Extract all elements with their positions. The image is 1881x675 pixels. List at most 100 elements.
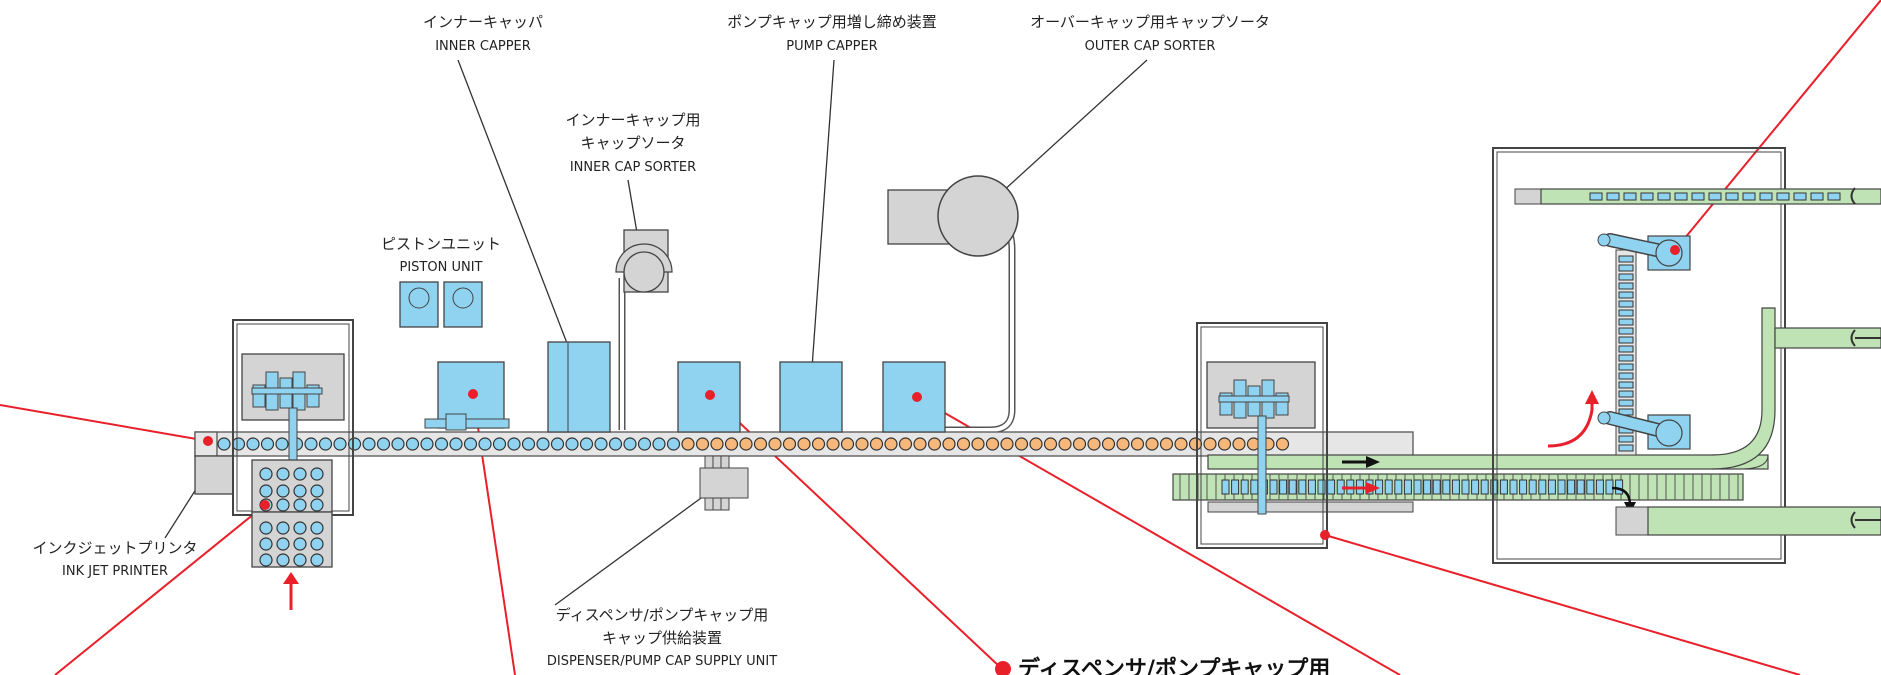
bottle xyxy=(768,437,782,451)
bottle-tray xyxy=(259,467,324,567)
bottle xyxy=(405,437,420,451)
rail-pocket xyxy=(1742,192,1756,201)
pocket xyxy=(1509,479,1518,495)
pocket xyxy=(1595,479,1604,495)
tray-bottle xyxy=(293,553,307,567)
bottle xyxy=(376,437,391,451)
bottle-row xyxy=(217,437,1290,451)
bottle xyxy=(1000,437,1014,451)
bottle xyxy=(869,437,884,451)
robot-cell xyxy=(1492,147,1881,564)
pocket xyxy=(1317,479,1326,495)
bottle xyxy=(420,437,434,451)
column-pocket xyxy=(1618,390,1634,398)
rail-pocket xyxy=(1623,192,1637,201)
bottle xyxy=(275,437,289,451)
inner-capper-label-en: INNER CAPPER xyxy=(435,39,531,54)
column-pocket xyxy=(1618,309,1634,317)
bottle xyxy=(739,437,753,451)
piston-unit xyxy=(399,281,483,328)
column-pocket xyxy=(1618,372,1634,380)
tray-bottle xyxy=(276,467,290,481)
pocket xyxy=(1288,479,1297,495)
outer-cap-sorter-label-en: OUTER CAP SORTER xyxy=(1085,39,1216,54)
piston-unit-label-en: PISTON UNIT xyxy=(400,260,483,275)
bottle xyxy=(971,437,985,451)
column-pocket xyxy=(1618,291,1634,299)
rail-pocket xyxy=(1708,192,1722,201)
inner-cap-sorter-label-en: INNER CAP SORTER xyxy=(570,160,696,175)
tray-bottle xyxy=(310,467,324,481)
column-pocket xyxy=(1618,444,1634,452)
pocket xyxy=(1471,479,1480,495)
bottle xyxy=(362,437,376,451)
column-pocket xyxy=(1618,399,1634,407)
bottle xyxy=(797,437,811,451)
tray-bottle xyxy=(293,521,307,535)
bottle xyxy=(1145,437,1159,451)
bottle xyxy=(913,437,927,451)
column-pocket xyxy=(1618,273,1634,281)
tray-bottle xyxy=(276,537,290,551)
bottle xyxy=(652,437,666,451)
bottle xyxy=(840,437,855,451)
bottle xyxy=(985,437,1000,451)
bottle xyxy=(1275,437,1290,451)
pocket xyxy=(1423,479,1432,495)
pocket xyxy=(1298,479,1307,495)
pocket xyxy=(1394,479,1403,495)
bottle xyxy=(1217,437,1232,451)
pocket xyxy=(1279,479,1288,495)
exit-connectors xyxy=(1850,187,1881,529)
pocket xyxy=(1451,479,1460,495)
pocket xyxy=(1327,479,1336,495)
pocket xyxy=(1557,479,1566,495)
black-leader-lines xyxy=(164,59,1148,606)
bottle xyxy=(347,437,362,451)
tray-bottle xyxy=(310,537,324,551)
column-pocket xyxy=(1618,255,1634,263)
column-pocket xyxy=(1618,327,1634,335)
rail-pocket xyxy=(1640,192,1654,201)
bottle xyxy=(217,437,231,451)
dispenser-supply-label-en: DISPENSER/PUMP CAP SUPPLY UNIT xyxy=(547,654,777,669)
pocket xyxy=(1461,479,1470,495)
pocket xyxy=(1307,479,1316,495)
tray-bottle xyxy=(293,467,307,481)
inner-capper-label-ja: インナーキャッパ xyxy=(423,13,543,31)
tray-bottle xyxy=(310,553,324,567)
column-pocket xyxy=(1618,318,1634,326)
tray-bottle xyxy=(276,553,290,567)
rail-pocket xyxy=(1759,192,1773,201)
bottle xyxy=(608,437,623,451)
bottle xyxy=(1116,437,1130,451)
bottle xyxy=(449,437,463,451)
bottle xyxy=(623,437,637,451)
column-pocket xyxy=(1618,345,1634,353)
pocket xyxy=(1528,479,1537,495)
tray-bottle xyxy=(259,537,273,551)
bottle xyxy=(956,437,971,451)
bottle xyxy=(1029,437,1043,451)
bottle xyxy=(942,437,956,451)
dispenser-station xyxy=(424,361,510,431)
pocket xyxy=(1605,479,1614,495)
bottle xyxy=(1203,437,1217,451)
dispenser-supply-label-ja2: キャップ供給装置 xyxy=(602,629,722,647)
pocket xyxy=(1547,479,1556,495)
bottle xyxy=(681,437,695,451)
ink-jet-printer-label-en: INK JET PRINTER xyxy=(62,564,168,579)
bottle xyxy=(492,437,507,451)
pocket xyxy=(1538,479,1547,495)
bottle xyxy=(782,437,797,451)
rail-pocket xyxy=(1810,192,1824,201)
rail-pocket xyxy=(1725,192,1739,201)
outer-cap-sorter-label-ja: オーバーキャップ用キャップソータ xyxy=(1030,13,1270,31)
bottle xyxy=(536,437,550,451)
dispenser-supply-label-ja1: ディスペンサ/ポンプキャップ用 xyxy=(556,606,769,624)
tray-bottle xyxy=(276,521,290,535)
column-pocket xyxy=(1618,300,1634,308)
tray-bottle xyxy=(276,484,290,498)
